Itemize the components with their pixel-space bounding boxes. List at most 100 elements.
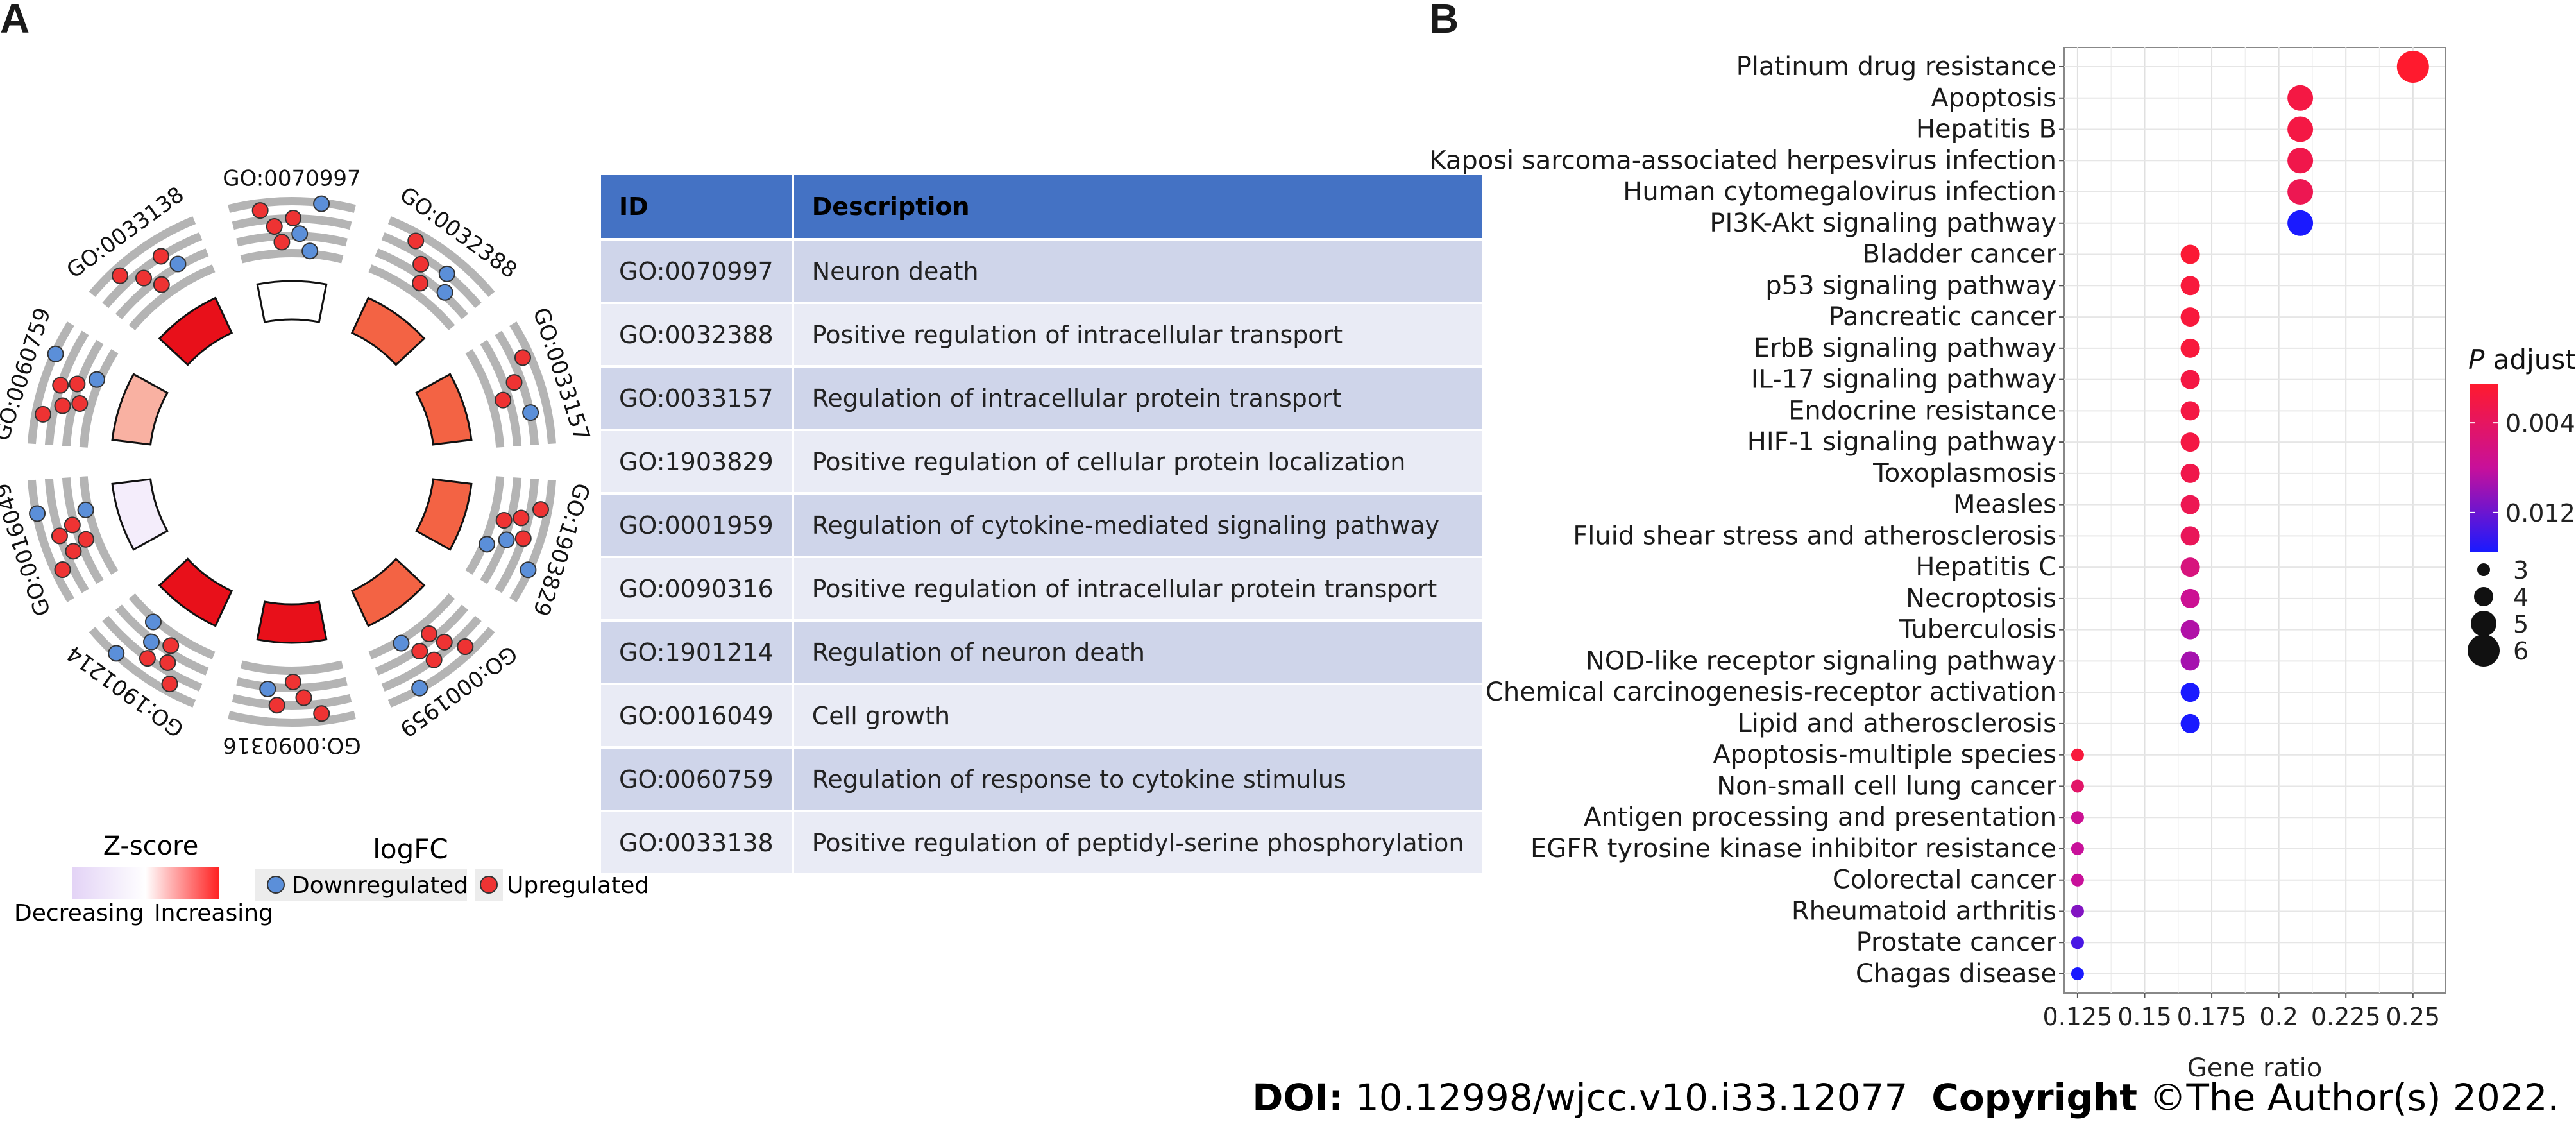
table-cell-id: GO:0060759 — [601, 746, 794, 810]
data-point — [2287, 85, 2314, 111]
color-legend-tick-label: 0.012 — [2505, 499, 2575, 527]
sector-band — [381, 615, 482, 692]
upregulated-point — [505, 374, 523, 391]
sector-band — [44, 330, 89, 445]
upregulated-point — [161, 676, 178, 693]
x-tick-label: 0.2 — [2259, 1003, 2298, 1031]
term-label: Kaposi sarcoma-associated herpesvirus in… — [1429, 146, 2056, 175]
table-cell-id: GO:0033138 — [601, 810, 794, 873]
data-point — [2180, 370, 2200, 389]
go-term-label: GO:0090316 — [223, 733, 360, 758]
upregulated-label: Upregulated — [507, 872, 649, 899]
data-point — [2071, 873, 2084, 887]
data-point — [2180, 432, 2200, 452]
data-point — [2180, 713, 2200, 733]
term-label: Platinum drug resistance — [1736, 52, 2056, 81]
upregulated-point — [162, 637, 180, 654]
table-cell-id: GO:0032388 — [601, 302, 794, 365]
table-cell-id: GO:1901214 — [601, 619, 794, 683]
upregulated-point — [268, 697, 285, 714]
size-legend-dot — [2468, 634, 2500, 667]
downregulated-point — [108, 645, 125, 662]
go-sector-GO-0090316: GO:0090316 — [223, 600, 361, 758]
x-tick-label: 0.125 — [2043, 1003, 2113, 1031]
table-cell-description: Positive regulation of cellular protein … — [793, 429, 1482, 492]
term-label: ErbB signaling pathway — [1754, 334, 2056, 363]
sector-band — [62, 477, 104, 584]
sector-band — [128, 593, 216, 659]
table-cell-description: Regulation of neuron death — [793, 619, 1482, 683]
term-label: p53 signaling pathway — [1765, 271, 2056, 300]
size-legend-label: 6 — [2513, 637, 2529, 665]
data-point — [2180, 276, 2200, 296]
upregulated-point — [407, 232, 425, 250]
data-point — [2180, 495, 2200, 514]
downregulated-point — [301, 242, 319, 260]
downregulated-point — [47, 345, 64, 362]
upregulated-point — [54, 561, 71, 579]
size-legend-dot — [2471, 611, 2496, 636]
data-point — [2071, 842, 2084, 855]
table-cell-id: GO:0033157 — [601, 365, 794, 429]
sector-band — [375, 248, 469, 319]
x-axis-title: Gene ratio — [2187, 1053, 2323, 1078]
term-label: IL-17 signaling pathway — [1751, 365, 2056, 395]
downregulated-key — [267, 876, 285, 894]
upregulated-point — [65, 543, 82, 560]
upregulated-point — [495, 391, 512, 409]
sector-band — [368, 593, 455, 659]
sector-band — [465, 476, 505, 575]
data-point — [2071, 905, 2084, 918]
upregulated-key — [480, 876, 498, 894]
table-cell-id: GO:0090316 — [601, 556, 794, 619]
downregulated-point — [144, 613, 162, 631]
sector-band — [89, 216, 196, 297]
upregulated-point — [52, 377, 69, 394]
downregulated-point — [169, 255, 187, 273]
upregulated-point — [135, 269, 153, 287]
term-label: Lipid and atherosclerosis — [1737, 709, 2056, 738]
downregulated-point — [436, 284, 453, 301]
size-legend-dot — [2474, 587, 2493, 606]
zscore-wedge — [415, 373, 473, 446]
plot-area — [2063, 47, 2446, 994]
upregulated-point — [425, 651, 443, 668]
sector-band — [79, 476, 119, 575]
sector-band — [102, 615, 203, 692]
size-legend-dot — [2477, 563, 2490, 576]
table-cell-description: Positive regulation of intracellular pro… — [793, 556, 1482, 619]
sector-band — [240, 660, 344, 675]
table-header-description: Description — [793, 175, 1482, 238]
color-legend-tick-label: 0.004 — [2505, 409, 2575, 438]
data-point — [2180, 338, 2200, 358]
zscore-wedge — [111, 478, 169, 551]
data-point — [2180, 307, 2200, 327]
size-legend-label: 3 — [2513, 556, 2529, 584]
zscore-wedge — [158, 557, 233, 627]
term-label: Antigen processing and presentation — [1584, 803, 2056, 832]
upregulated-point — [159, 654, 176, 671]
upregulated-point — [411, 643, 428, 660]
sector-band — [236, 232, 348, 247]
sector-band — [509, 321, 556, 445]
upregulated-point — [251, 202, 269, 219]
data-point — [2287, 210, 2314, 236]
upregulated-point — [313, 705, 330, 722]
doi-value: 10.12998/wjcc.v10.i33.12077 — [1355, 1076, 1908, 1119]
upregulated-point — [69, 375, 86, 393]
sector-band — [480, 339, 522, 446]
table-cell-description: Regulation of response to cytokine stimu… — [793, 746, 1482, 810]
upregulated-point — [285, 210, 302, 227]
zscore-wedge — [415, 478, 473, 551]
table-cell-id: GO:1903829 — [601, 429, 794, 492]
data-point — [2180, 463, 2200, 483]
downregulated-point — [393, 634, 410, 652]
upregulated-point — [514, 349, 531, 366]
data-point — [2180, 683, 2200, 702]
data-point — [2180, 651, 2200, 671]
